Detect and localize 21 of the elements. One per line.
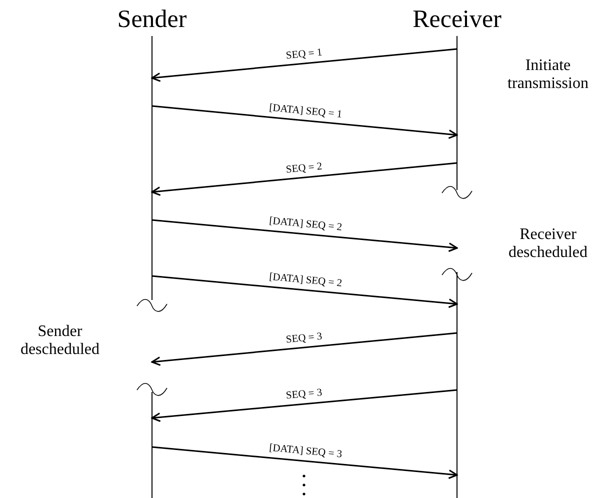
annotation: Receiver descheduled <box>507 226 589 262</box>
message-arrow <box>151 48 458 82</box>
edge-label: [DATA] SEQ = 2 <box>268 216 342 234</box>
annotation: Sender descheduled <box>19 323 101 359</box>
message-arrow <box>152 219 458 252</box>
edge-label: SEQ = 3 <box>285 330 322 346</box>
edge-label: [DATA] SEQ = 2 <box>268 272 342 290</box>
message-arrow <box>152 105 458 139</box>
participant-name: Receiver <box>412 6 502 34</box>
message-arrow <box>151 162 458 196</box>
edge-label: [DATA] SEQ = 3 <box>268 442 342 462</box>
message-arrow <box>152 446 458 479</box>
message-arrow <box>152 275 458 308</box>
edge-label: SEQ = 2 <box>285 160 322 176</box>
participant-name: Sender <box>117 6 187 34</box>
edge-label: SEQ = 3 <box>285 387 322 403</box>
annotation: Initiate transmission <box>506 57 590 93</box>
message-arrow <box>151 332 458 366</box>
edge-label: SEQ = 1 <box>285 46 322 62</box>
edge-label: [DATA] SEQ = 1 <box>268 102 342 121</box>
message-arrow <box>151 389 458 422</box>
